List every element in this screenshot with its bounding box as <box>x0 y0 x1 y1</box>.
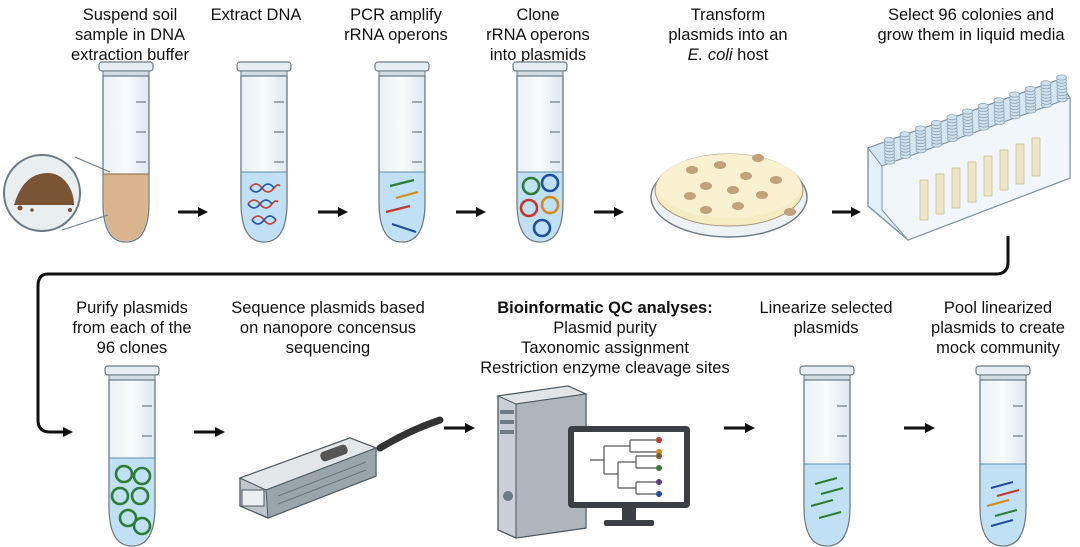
label-line: Pool linearized <box>943 299 1053 317</box>
linear-dna-fragments <box>810 477 844 519</box>
microcentrifuge-tube-icon <box>374 61 430 243</box>
label-line: plasmids to create <box>931 319 1065 337</box>
label-line: Transform <box>690 6 766 24</box>
tree-tip-markers <box>656 437 662 497</box>
step-label-transform: Transform plasmids into an E. coli host <box>640 5 816 65</box>
label-line: Purify plasmids <box>76 299 188 317</box>
label-line: from each of the <box>72 319 192 337</box>
bioinfo-heading: Bioinformatic QC analyses: <box>497 299 713 317</box>
plate-well <box>962 108 973 115</box>
amplicon-fragments <box>385 178 419 234</box>
label-line: Sequence plasmids based <box>231 299 425 317</box>
label-line: rRNA operons <box>486 26 590 44</box>
label-line: plasmids into an <box>668 26 788 44</box>
label-line: Linearize selected <box>759 299 893 317</box>
label-line: Plasmid purity <box>553 319 657 337</box>
phylogenetic-tree-icon <box>590 439 656 495</box>
label-line: sample in DNA <box>74 26 186 44</box>
label-line: E. coli host <box>640 45 816 65</box>
label-line: into plasmids <box>489 46 587 64</box>
label-line: sequencing <box>285 339 371 357</box>
step-label-sequence: Sequence plasmids based on nanopore conc… <box>220 298 436 358</box>
step-label-clone: Clone rRNA operons into plasmids <box>470 5 606 65</box>
label-line: rRNA operons <box>344 26 448 44</box>
plate-well <box>977 102 989 109</box>
step-label-linearize: Linearize selected plasmids <box>748 298 904 338</box>
label-line: plasmids <box>793 319 859 337</box>
step-label-pool: Pool linearized plasmids to create mock … <box>920 298 1076 358</box>
step-label-pcr: PCR amplify rRNA operons <box>328 5 464 45</box>
label-line: Suspend soil <box>82 6 178 24</box>
monitor <box>568 426 690 526</box>
step-label-extract: Extract DNA <box>196 5 316 25</box>
label-line: Restriction enzyme cleavage sites <box>480 359 730 377</box>
microcentrifuge-tube-icon <box>98 61 154 243</box>
label-line: grow them in liquid media <box>877 26 1065 44</box>
microcentrifuge-tube-icon <box>799 365 855 547</box>
plate-well <box>899 131 911 138</box>
label-line: Clone <box>516 6 560 24</box>
arrow-icon <box>194 423 935 437</box>
label-line: on nanopore concensus <box>239 319 417 337</box>
plate-well <box>915 125 926 132</box>
microcentrifuge-tube-icon <box>512 61 568 243</box>
label-suffix: host <box>732 46 769 64</box>
soil-sample-icon <box>3 154 111 232</box>
microcentrifuge-tube-icon <box>236 61 292 243</box>
plate-well <box>1056 74 1067 81</box>
96-well-plate-icon <box>867 74 1071 241</box>
microcentrifuge-tube-icon <box>104 365 160 547</box>
microcentrifuge-tube-icon <box>975 365 1031 547</box>
step-label-suspend: Suspend soil sample in DNA extraction bu… <box>42 5 218 65</box>
plate-well <box>946 114 958 121</box>
row-connector-arrow <box>36 236 1010 437</box>
label-line: Extract DNA <box>210 6 302 24</box>
plate-well <box>883 136 895 143</box>
label-line: PCR amplify <box>350 6 442 24</box>
plate-well <box>930 119 942 126</box>
species-name: E. coli <box>687 46 733 64</box>
label-line: mock community <box>936 339 1060 357</box>
plate-well <box>1024 85 1036 92</box>
plate-well <box>993 97 1005 104</box>
petri-dish-icon <box>650 153 808 238</box>
nanopore-sequencer-icon <box>238 416 444 519</box>
step-label-select: Select 96 colonies and grow them in liqu… <box>862 5 1080 45</box>
plate-well <box>1040 80 1052 87</box>
plate-well <box>1009 91 1020 98</box>
linear-dna-fragments <box>986 481 1020 527</box>
label-line: extraction buffer <box>70 46 189 64</box>
dna-helix-icon <box>247 183 281 225</box>
label-line: Taxonomic assignment <box>521 339 689 357</box>
step-label-bioinfo: Bioinformatic QC analyses: Plasmid purit… <box>460 298 750 378</box>
label-line: 96 clones <box>96 339 168 357</box>
step-label-purify: Purify plasmids from each of the 96 clon… <box>52 298 212 358</box>
label-line: Select 96 colonies and <box>887 6 1055 24</box>
